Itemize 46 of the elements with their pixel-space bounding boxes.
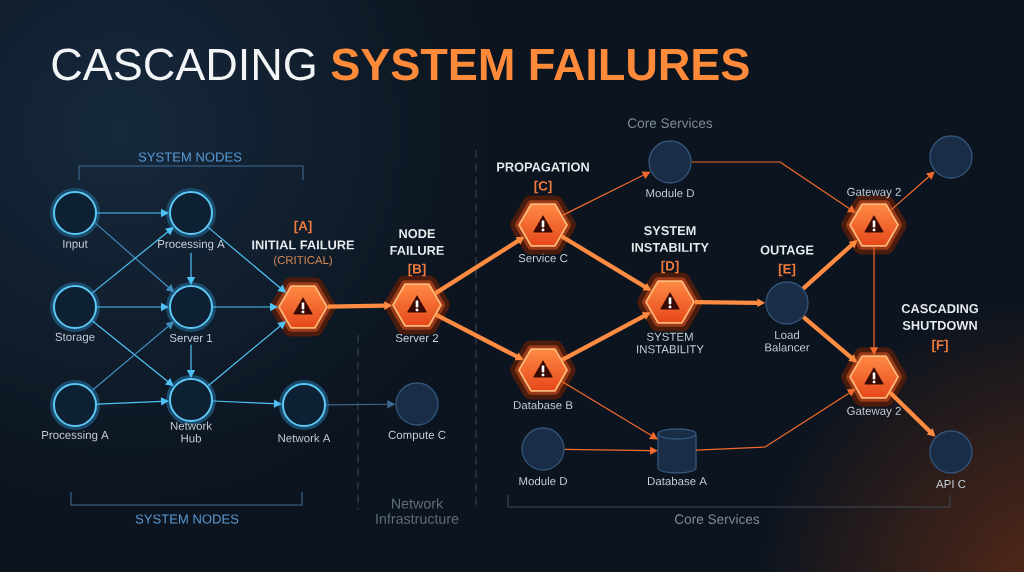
node-label: Database B (514, 400, 573, 410)
group-label: Network Infrastructure (376, 498, 459, 524)
stage-heading: INITIAL FAILURE (252, 240, 355, 250)
node-label: Input (63, 239, 88, 251)
node-label: Gateway 2 (847, 406, 901, 418)
node-label: Network Hub (170, 421, 213, 443)
stage-heading: SYSTEM INSTABILITY (631, 226, 709, 252)
group-label: Core Services (628, 118, 713, 128)
title: CASCADING SYSTEM FAILURES (52, 48, 749, 81)
severity-note: (CRITICAL) (274, 255, 332, 267)
arrow (96, 397, 169, 406)
node-label: Server 1 (169, 333, 213, 343)
node-label: Module D (646, 188, 694, 198)
node-label: API C (936, 479, 966, 489)
node-label: Processing A (158, 239, 225, 251)
stage-letter: [A] (294, 220, 312, 234)
node-label: Processing A (42, 430, 109, 442)
stage-letter: [D] (661, 260, 679, 274)
stage-heading: PROPAGATION (497, 162, 589, 172)
stage-letter: [B] (408, 263, 426, 277)
stage-heading: OUTAGE (760, 245, 814, 255)
node-label: Load Balancer (765, 330, 810, 352)
arrow (889, 171, 935, 211)
group-label: SYSTEM NODES (138, 152, 242, 162)
arrow (564, 446, 658, 455)
stage-letter: [E] (778, 263, 796, 277)
arrow (560, 380, 658, 440)
node-label: Server 2 (395, 333, 439, 343)
stage-heading: CASCADING SHUTDOWN (901, 304, 978, 330)
group-label: Core Services (675, 514, 760, 524)
node-label: SYSTEM INSTABILITY (637, 332, 704, 354)
node-label: Network A (278, 433, 331, 443)
group-label: SYSTEM NODES (135, 514, 239, 524)
node-label: Module D (519, 476, 567, 486)
node-label: Service C (518, 253, 568, 263)
node-label: Storage (55, 332, 95, 344)
arrow (212, 399, 282, 408)
circle-node (929, 135, 973, 179)
node-label: Compute C (388, 430, 446, 442)
arrow (691, 161, 856, 213)
stage-letter: [F] (932, 339, 948, 353)
stage-heading: NODE FAILURE (390, 229, 444, 255)
node-label: Gateway 2 (847, 187, 901, 199)
stage-letter: [C] (534, 180, 552, 194)
node-label: Database A (648, 476, 707, 486)
arrow (695, 388, 856, 451)
